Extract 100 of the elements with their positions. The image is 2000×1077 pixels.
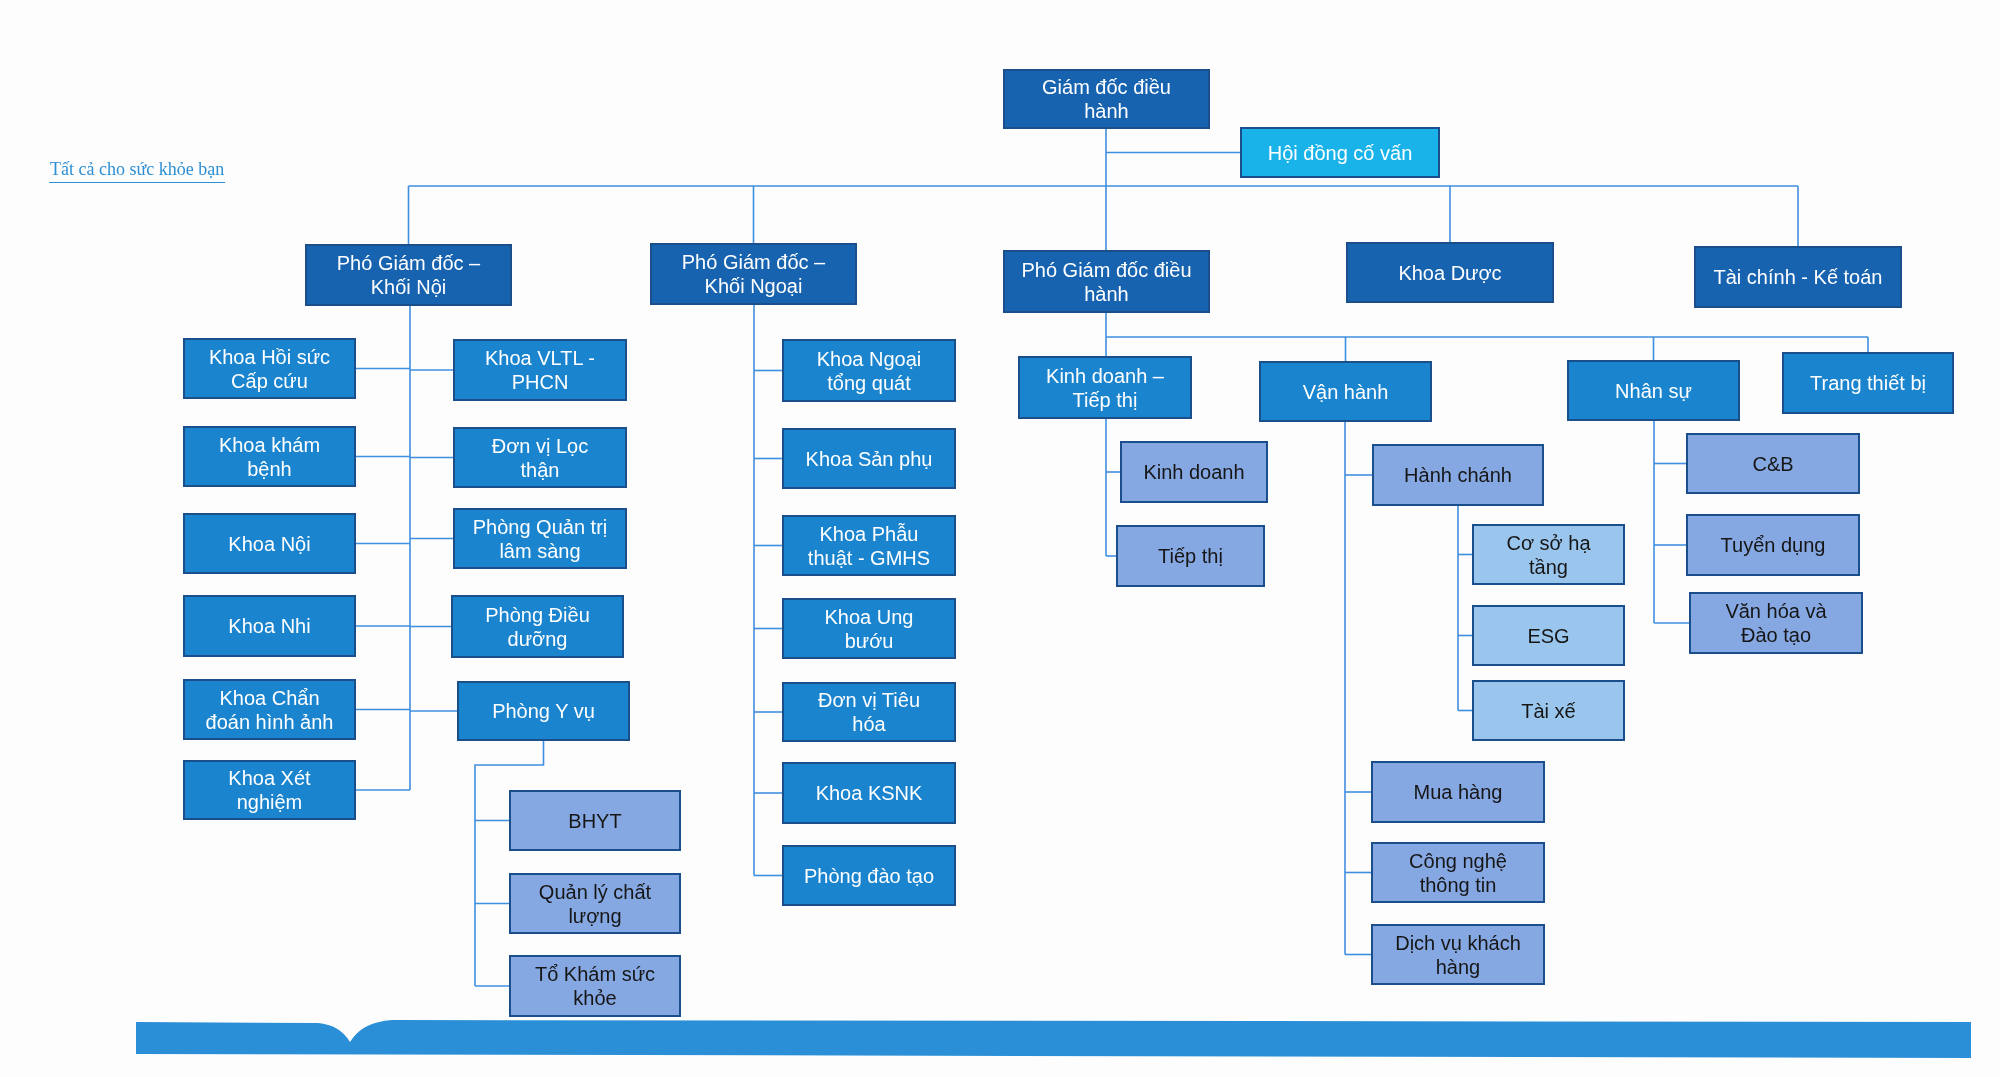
unit-name: Vận hành [1302,379,1389,404]
unit-name: Nhân sự [1615,378,1692,403]
org-unit-box [509,873,681,934]
connector-line [1867,336,1869,353]
unit-name: Khoa Phẫu thuật - GMHS [806,521,932,570]
unit-name: Đơn vị Lọc thận [490,433,590,482]
connector-line [474,740,545,987]
org-unit-box [1567,360,1740,421]
unit-name: Văn hóa và Đào tạo [1724,599,1828,647]
org-unit-box [1686,514,1860,576]
org-unit-box [183,760,356,820]
org-unit-box [782,428,956,489]
unit-name: Tài xế [1521,698,1576,723]
org-unit-box [1371,924,1545,985]
unit-name: Kinh doanh [1143,460,1245,484]
unit-name: Hội đồng cố vấn [1267,140,1413,165]
unit-name: Phòng Điều dưỡng [484,602,591,651]
unit-name: Phó Giám đốc điều hành [1020,257,1193,306]
unit-name: Khoa Dược [1398,260,1502,285]
org-unit-box [1371,842,1545,903]
connector-line [1105,312,1869,338]
unit-name: Khoa Nội [228,531,311,556]
org-unit-box [183,679,356,740]
unit-name: Tuyển dụng [1720,533,1826,557]
unit-name: C&B [1752,451,1794,476]
connector-line [1653,544,1687,546]
unit-name: Phó Giám đốc – Khối Ngoại [680,250,827,298]
connector-line [1105,471,1121,473]
org-unit-box [509,955,681,1017]
unit-name: Kinh doanh – Tiếp thị [1045,363,1165,412]
connector-line [1105,185,1107,251]
org-unit-box [1116,525,1265,587]
unit-name: Khoa Ngoại tổng quát [815,346,923,395]
connector-line [753,711,783,713]
connector-line [1344,953,1372,956]
unit-name: Dịch vụ khách hàng [1394,930,1522,979]
connector-line [355,542,411,545]
connector-line [753,627,783,630]
connector-line [1797,185,1799,247]
connector-line [409,369,454,371]
org-unit-box [782,762,956,824]
connector-line [407,185,410,245]
org-unit-box [1782,352,1954,414]
connector-line [1653,622,1690,624]
connector-line [1653,462,1687,465]
unit-name: Khoa Xét nghiệm [227,766,312,814]
unit-name: Phòng Quản trị lâm sàng [471,514,609,563]
connector-line [1105,336,1107,357]
org-unit-box [1003,250,1210,313]
unit-name: Khoa Ung bướu [823,604,915,653]
connector-line [1344,421,1346,956]
org-unit-box [1371,761,1545,823]
connector-line [753,792,783,794]
unit-name: Trang thiết bị [1810,371,1926,395]
unit-name: Khoa KSNK [815,781,923,805]
connector-line [1652,336,1655,361]
org-unit-box [453,339,627,401]
connector-line [1105,555,1117,557]
org-unit-box [1686,433,1860,494]
org-unit-box [183,513,356,574]
org-unit-box [183,338,356,399]
org-unit-box [509,790,681,851]
connector-line [355,625,411,627]
org-unit-box [305,244,512,306]
org-unit-box [453,427,627,488]
connector-line [753,369,783,372]
connector-line [1457,505,1459,712]
unit-name: Tài chính - Kế toán [1713,265,1883,289]
connector-line [355,367,411,370]
unit-name: Giám đốc điều hành [1041,75,1172,123]
connector-line [753,544,783,547]
org-unit-box [1694,246,1902,308]
connector-line [409,625,452,628]
org-unit-box [451,595,624,658]
org-unit-box [1472,524,1625,585]
org-unit-box [782,598,956,659]
unit-name: Đơn vị Tiêu hóa [816,688,921,736]
connector-line [1344,474,1373,476]
connector-line [1344,871,1372,874]
unit-name: Khoa Sản phụ [805,446,933,471]
org-unit-box [183,426,356,487]
org-unit-box [1018,356,1192,419]
org-unit-box [1003,69,1210,129]
unit-name: BHYT [568,808,622,833]
connector-line [1105,418,1107,557]
org-unit-box [1346,242,1554,303]
org-unit-box [1372,444,1544,506]
connector-line [409,710,458,712]
org-unit-box [1240,127,1440,178]
connector-line [753,874,783,877]
org-unit-box [650,243,857,305]
unit-name: Phòng đào tạo [803,863,935,888]
unit-name: Khoa Hồi sức Cấp cứu [207,344,332,393]
org-unit-box [1689,592,1863,654]
unit-name: Khoa Nhi [228,614,311,638]
unit-name: Khoa VLTL - PHCN [483,346,597,394]
connector-line [409,537,454,540]
unit-name: Tổ Khám sức khỏe [533,962,657,1010]
connector-line [753,457,783,460]
connector-line [355,789,411,791]
